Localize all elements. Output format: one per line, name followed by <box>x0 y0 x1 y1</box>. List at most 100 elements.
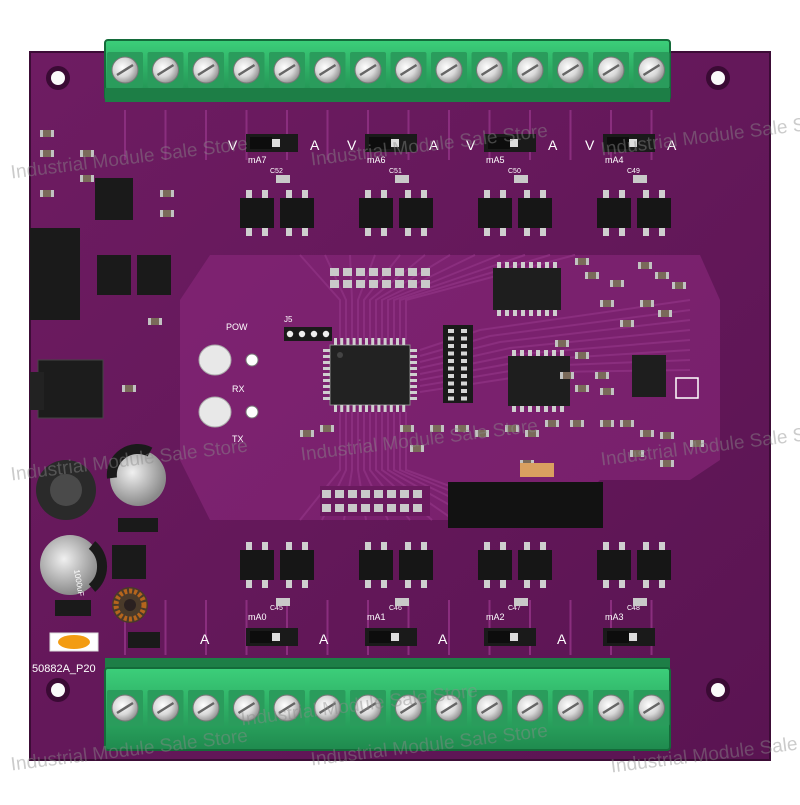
top-terminal-screw-slot <box>399 63 418 77</box>
optocoupler-row-top <box>240 190 671 236</box>
chip-u-c <box>632 355 666 397</box>
opto-top-chip <box>518 198 552 228</box>
smd-pad <box>400 504 409 512</box>
opto-bottom-pin <box>540 542 546 550</box>
chip-pin <box>536 406 540 412</box>
opto-top-pin <box>286 228 292 236</box>
opto-top-pin <box>540 228 546 236</box>
opto-bottom-pin <box>365 580 371 588</box>
smd-pad <box>408 268 417 276</box>
smd-pad <box>421 280 430 288</box>
header-pin <box>322 330 330 338</box>
opto-top-pin <box>484 190 490 198</box>
bottom-terminal-screw-slot <box>602 701 620 715</box>
chip-pin <box>560 406 564 412</box>
opto-bottom-chip <box>518 550 552 580</box>
top-terminal-screw-slot <box>156 63 175 77</box>
opto-bottom-chip <box>280 550 314 580</box>
smd-pad <box>382 268 391 276</box>
smd-body <box>43 150 51 157</box>
smd-pad <box>413 504 422 512</box>
channel-capacitor <box>276 598 290 606</box>
qfp-pin <box>352 405 356 412</box>
qfp-pin <box>340 338 344 345</box>
channel-v-label: V <box>585 137 595 153</box>
header-pin <box>448 344 454 348</box>
opto-top-pin <box>421 190 427 198</box>
pin-header-j5 <box>284 327 332 341</box>
smd-pad <box>335 504 344 512</box>
channel-cap-label: C45 <box>270 605 283 612</box>
opto-top-chip <box>240 198 274 228</box>
smd-body <box>633 450 641 457</box>
opto-top-pin <box>659 228 665 236</box>
smd-body <box>623 420 631 427</box>
smd-body <box>433 425 441 432</box>
channel-capacitor <box>395 175 409 183</box>
qfp-pin <box>371 338 375 345</box>
bottom-terminal-screw-slot <box>440 701 458 715</box>
channel-a-label: A <box>438 631 448 647</box>
smd-body <box>675 282 683 289</box>
opto-bottom-pin <box>524 580 530 588</box>
chip-pin <box>521 310 525 316</box>
opto-top-pin <box>524 228 530 236</box>
channel-a-label: A <box>310 137 320 153</box>
opto-top-chip <box>280 198 314 228</box>
inductor <box>112 587 148 623</box>
qfp-pin <box>346 405 350 412</box>
channel-capacitor <box>276 175 290 183</box>
qfp-pin <box>396 338 399 345</box>
opto-bottom-pin <box>421 580 427 588</box>
channel-capacitor <box>514 175 528 183</box>
chip-pin <box>512 406 516 412</box>
opto-top-pin <box>500 228 506 236</box>
opto-bottom-pin <box>302 580 308 588</box>
smd-body <box>603 300 611 307</box>
smd-pad <box>400 490 409 498</box>
smd-body <box>43 130 51 137</box>
jumper-pin <box>272 633 280 641</box>
bottom-terminal-screw-slot <box>480 701 499 715</box>
channel-a-label: A <box>667 137 677 153</box>
smd-pad <box>322 490 331 498</box>
smd-body <box>663 432 671 439</box>
qfp-pin <box>323 391 330 394</box>
jumper-cap <box>250 137 272 149</box>
top-terminal-screw-slot <box>521 63 539 77</box>
qfp-pin <box>323 379 330 382</box>
qfp-pin <box>383 338 387 345</box>
smd-body <box>163 210 171 217</box>
chip-pin <box>553 262 557 268</box>
jumper-pin <box>629 139 637 147</box>
silkscreen-layer: POW RX TX J5 50882A_P20 <box>32 315 293 675</box>
qfp-pin <box>358 405 362 412</box>
bottom-terminal-screw-slot <box>278 701 296 715</box>
electrolytic-cap-1 <box>36 460 96 520</box>
smd-pad <box>361 504 370 512</box>
smd-body <box>528 430 536 437</box>
header-pin <box>461 329 467 333</box>
smd-body <box>573 420 581 427</box>
jumper-cap <box>488 137 510 149</box>
header-pin <box>448 366 454 371</box>
chip-pin <box>497 310 501 316</box>
smd-body <box>508 425 516 432</box>
smd-body <box>558 340 566 347</box>
pin-headers <box>284 268 473 516</box>
qfp-pin <box>352 338 356 345</box>
smd-pad <box>395 268 404 276</box>
opto-bottom-pin <box>643 580 649 588</box>
smd-body <box>661 310 669 317</box>
opto-top-pin <box>643 190 649 198</box>
smd-pad <box>369 280 378 288</box>
opto-top-pin <box>603 190 609 198</box>
opto-top-pin <box>421 228 427 236</box>
silk-tx: TX <box>232 434 244 444</box>
opto-bottom-pin <box>659 580 665 588</box>
jumper-cap <box>250 631 272 643</box>
qfp-pin <box>334 338 337 345</box>
opto-bottom-pin <box>619 542 625 550</box>
channel-cap-label: C52 <box>270 168 283 175</box>
